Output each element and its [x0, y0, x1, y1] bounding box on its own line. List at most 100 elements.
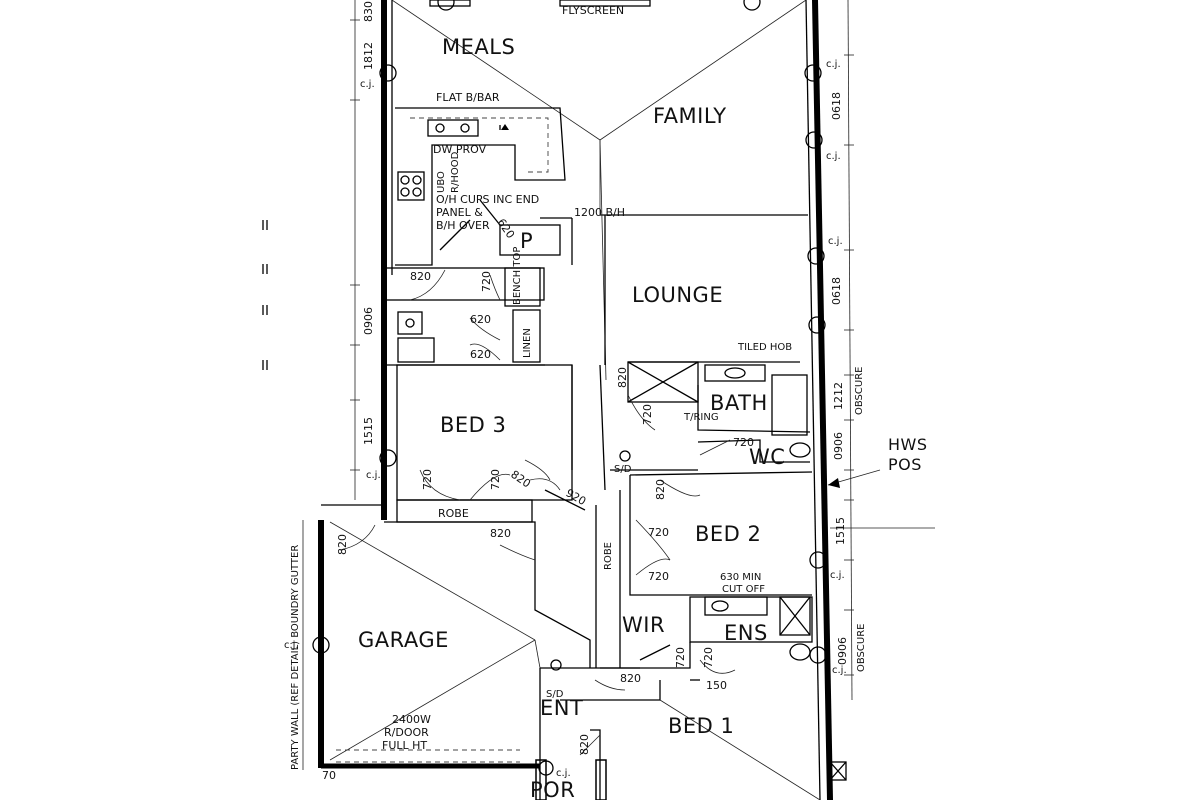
- dim-820-ent: 820: [620, 672, 641, 685]
- dim-0618-a: 0618: [830, 92, 843, 120]
- dim-0618-b: 0618: [830, 277, 843, 305]
- dim-820-por: 820: [578, 734, 591, 755]
- dim-720-b2a: 720: [648, 526, 669, 539]
- room-label-pantry: P: [520, 229, 533, 253]
- room-label-bed2: BED 2: [695, 522, 761, 546]
- hall: [529, 364, 698, 668]
- dim-820-bath: 820: [616, 367, 629, 388]
- dim-0906-r2: 0906: [836, 637, 849, 665]
- dim-820-a: 820: [410, 270, 431, 283]
- cj-label: c.j.: [828, 236, 843, 247]
- dim-150: 150: [706, 679, 727, 692]
- dim-720-a: 720: [480, 271, 493, 292]
- cj-label: c.j.: [284, 640, 299, 651]
- room-label-meals: MEALS: [442, 35, 515, 59]
- room-label-lounge: LOUNGE: [632, 283, 723, 307]
- dim-1515-right: 1515: [834, 517, 847, 545]
- note-party-wall: PARTY WALL (REF DETAIL) BOUNDRY GUTTER: [290, 545, 301, 770]
- entry-porch-bed1: [535, 659, 847, 800]
- room-label-garage: GARAGE: [358, 628, 449, 652]
- note-oh-cups-2: PANEL &: [436, 206, 483, 219]
- dim-720-ens-b: 720: [702, 647, 715, 668]
- note-robe-bed2: ROBE: [603, 542, 614, 570]
- room-label-bath: BATH: [710, 391, 768, 415]
- note-tiled-hob: TILED HOB: [737, 342, 792, 353]
- pantry: [499, 224, 561, 256]
- dim-0906-left: 0906: [362, 307, 375, 335]
- cj-label: c.j.: [826, 151, 841, 162]
- left-margin-marks: [262, 220, 268, 370]
- dim-620-c: 620: [470, 348, 491, 361]
- cj-label: c.j.: [832, 665, 847, 676]
- note-linen: LINEN: [522, 328, 533, 358]
- meals-family-area: [379, 0, 826, 381]
- cj-label: c.j.: [556, 768, 571, 779]
- laundry-linen: [383, 267, 545, 366]
- note-sd-2: S/D: [546, 689, 564, 700]
- note-obscure-1: OBSCURE: [854, 367, 865, 415]
- kitchen: [395, 107, 573, 266]
- note-rhood: R/HOOD: [450, 151, 461, 193]
- plan-notes: FLYSCREEN FLAT B/BAR DW PROV UBO R/HOOD …: [290, 4, 928, 770]
- note-flyscreen: FLYSCREEN: [562, 4, 624, 17]
- dim-1812: 1812: [362, 42, 375, 70]
- bed3: [379, 364, 573, 523]
- trough: [397, 311, 423, 335]
- note-oh-cups-3: B/H OVER: [436, 219, 490, 232]
- dim-720-b3a: 720: [421, 469, 434, 490]
- note-cutoff-1: 630 MIN: [720, 572, 761, 583]
- dim-820-b3: 820: [508, 468, 533, 491]
- bed2: [629, 471, 827, 596]
- note-bench-top: BENCH TOP: [512, 247, 523, 305]
- cj-label: c.j.: [830, 570, 845, 581]
- note-cutoff-2: CUT OFF: [722, 584, 765, 595]
- dim-720-wc: 720: [733, 436, 754, 449]
- dim-70: 70: [322, 769, 336, 782]
- cj-label: c.j.: [360, 79, 375, 90]
- dim-720-ens-a: 720: [674, 647, 687, 668]
- dim-1515-left: 1515: [362, 417, 375, 445]
- room-label-ens: ENS: [724, 621, 768, 645]
- dim-0906-r1: 0906: [832, 432, 845, 460]
- bathtub: [771, 374, 808, 436]
- sink: [427, 119, 479, 137]
- room-label-bed3: BED 3: [440, 413, 506, 437]
- note-dw-prov: DW PROV: [433, 143, 487, 156]
- note-oh-cups-1: O/H CUPS INC END: [436, 193, 539, 206]
- cj-label: c.j.: [366, 470, 381, 481]
- note-hws-2: POS: [888, 455, 922, 474]
- dimension-labels: 830 1812 0906 1515 0618 0618 1212 0906 1…: [322, 1, 849, 782]
- cj-label: c.j.: [826, 59, 841, 70]
- dim-720-bath: 720: [641, 404, 654, 425]
- bath-wc: [627, 361, 811, 463]
- room-label-family: FAMILY: [653, 104, 727, 128]
- room-label-wir: WIR: [622, 613, 665, 637]
- cooktop: [397, 171, 425, 201]
- garage: [312, 504, 591, 763]
- dim-830: 830: [362, 1, 375, 22]
- dim-620-b: 620: [470, 313, 491, 326]
- dim-620-a: 620: [495, 216, 518, 241]
- room-label-por: POR: [530, 778, 575, 800]
- dim-820-hall: 820: [490, 527, 511, 540]
- note-1200-bh: 1200 B/H: [574, 206, 625, 219]
- note-ubo: UBO: [436, 171, 447, 193]
- note-garage-door-1: 2400W: [392, 713, 431, 726]
- note-robe-bed3: ROBE: [438, 507, 469, 520]
- control-joint-labels: c.j. c.j. c.j. c.j. c.j. c.j. c.j. c.j. …: [284, 59, 847, 779]
- room-label-bed1: BED 1: [668, 714, 734, 738]
- dim-820-gar: 820: [336, 534, 349, 555]
- note-flat-bbar: FLAT B/BAR: [436, 91, 500, 104]
- dim-1212: 1212: [832, 382, 845, 410]
- note-garage-door-3: FULL HT: [382, 739, 427, 752]
- note-sd-1: S/D: [614, 464, 632, 475]
- note-obscure-2: OBSCURE: [856, 624, 867, 672]
- right-wall-inner: [805, 0, 821, 800]
- dim-720-b2b: 720: [648, 570, 669, 583]
- dim-820-b2: 820: [654, 479, 667, 500]
- note-garage-door-2: R/DOOR: [384, 726, 429, 739]
- dimension-strings: [302, 0, 935, 770]
- dim-720-b3b: 720: [489, 469, 502, 490]
- note-hws-1: HWS: [888, 435, 928, 454]
